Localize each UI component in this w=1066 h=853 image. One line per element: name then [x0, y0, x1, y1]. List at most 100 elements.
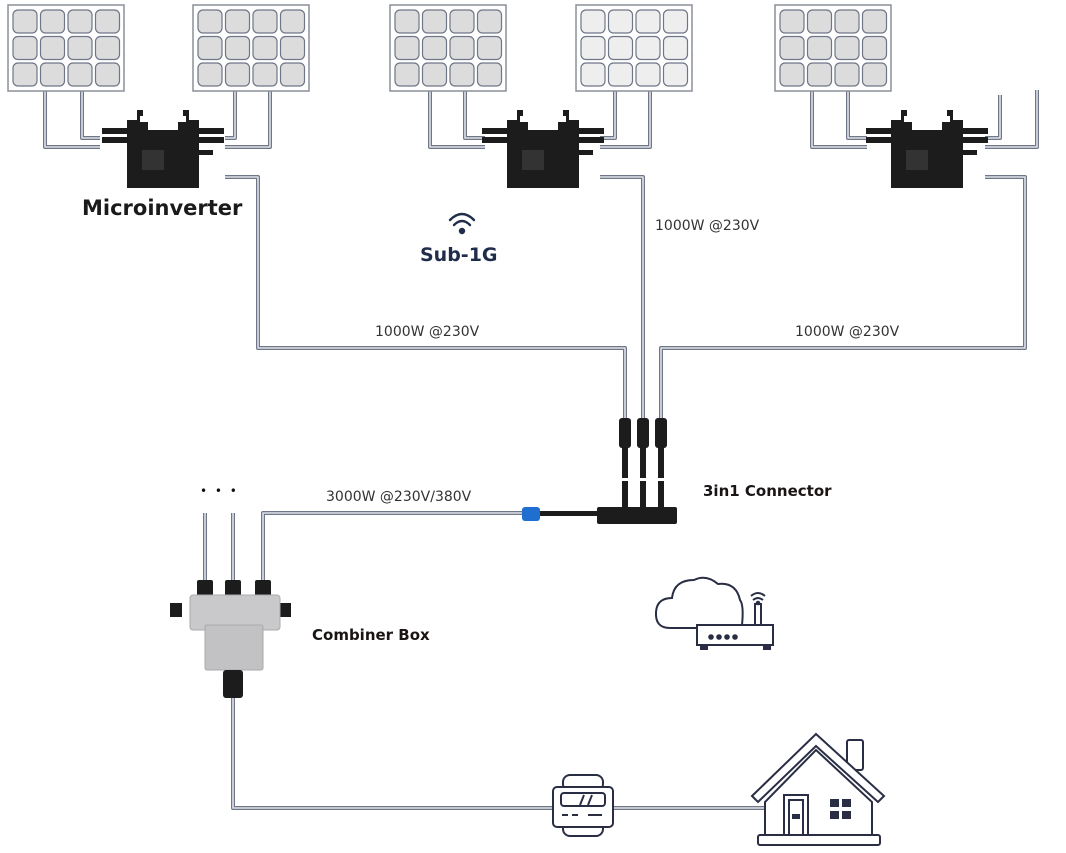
- panel-cell: [421, 9, 448, 34]
- panel-cell: [607, 35, 634, 61]
- panel-cell: [779, 62, 805, 87]
- panel-cell: [580, 62, 606, 87]
- connector-blue-plug: [522, 507, 540, 521]
- energy-meter-icon: [552, 774, 614, 837]
- microinverter-icon: [102, 110, 224, 188]
- more-inputs-ellipsis: • • •: [200, 484, 239, 498]
- combiner-input-plug: [197, 580, 213, 596]
- panel-cell: [861, 9, 888, 34]
- cable-core: [600, 90, 616, 139]
- cable: [225, 90, 237, 140]
- combiner-box-label: Combiner Box: [312, 626, 430, 644]
- power-label-inverter-1: 1000W @230V: [375, 324, 480, 340]
- cable-core: [262, 512, 540, 585]
- panel-cell: [279, 35, 306, 61]
- router-icon: [696, 592, 774, 650]
- cable-core: [44, 90, 100, 148]
- connector-plug: [637, 418, 649, 448]
- connector-label: 3in1 Connector: [703, 482, 832, 500]
- panel-cell: [67, 62, 93, 87]
- inverter-detail: [906, 150, 928, 170]
- cable-core: [985, 95, 1001, 139]
- combiner-input-plug: [225, 580, 241, 596]
- panel-cell: [421, 35, 448, 61]
- lead-break: [620, 478, 630, 481]
- cable-core: [811, 90, 867, 148]
- solar-panel-icon: [192, 4, 310, 92]
- microinverter-label: Microinverter: [82, 196, 243, 220]
- panel-cell: [449, 35, 475, 61]
- combiner-box-icon: [170, 580, 291, 698]
- cable-core: [429, 90, 485, 148]
- panel-cell: [607, 9, 634, 34]
- sub1g-label: Sub-1G: [420, 244, 498, 266]
- inverter-body: [891, 110, 963, 188]
- connector-icon: [522, 418, 677, 524]
- cloud-icon: [654, 576, 744, 629]
- inverter-body: [127, 110, 199, 188]
- panel-cell: [607, 62, 634, 87]
- lead-break: [638, 478, 648, 481]
- cable: [659, 175, 1027, 420]
- panel-cell: [635, 62, 661, 87]
- panel-cell: [279, 62, 306, 87]
- panel-cell: [252, 35, 278, 61]
- cable-core: [232, 695, 555, 809]
- solar-panel-icon: [7, 4, 125, 92]
- solar-panel-icon: [575, 4, 693, 92]
- inverter-port: [102, 137, 127, 143]
- connector-plug: [619, 418, 631, 448]
- panel-cell: [12, 9, 38, 34]
- cable-core: [600, 90, 651, 148]
- panel-cell: [662, 62, 689, 87]
- cable-core: [464, 90, 485, 139]
- panel-cell: [806, 9, 833, 34]
- inverter-port: [482, 128, 507, 134]
- power-label-total: 3000W @230V/380V: [326, 489, 472, 505]
- combiner-input-plug: [255, 580, 271, 596]
- cable-core: [660, 176, 1026, 420]
- inverter-port: [102, 128, 127, 134]
- panel-cell: [197, 62, 223, 87]
- panel-cell: [806, 35, 833, 61]
- panel-cell: [252, 62, 278, 87]
- combiner-cover: [204, 624, 264, 671]
- lead-break: [656, 478, 666, 481]
- panel-cell: [94, 62, 121, 87]
- panel-cell: [12, 62, 38, 87]
- panel-cell: [67, 35, 93, 61]
- wifi-icon: [448, 212, 476, 235]
- panel-cell: [834, 35, 860, 61]
- cable-core: [847, 90, 867, 139]
- cable: [846, 90, 867, 140]
- solar-panel-icon: [389, 4, 507, 92]
- panel-cell: [834, 62, 860, 87]
- cable: [80, 90, 100, 140]
- connector-bar: [597, 507, 677, 524]
- inverter-detail: [522, 150, 544, 170]
- connector-cable: [540, 511, 597, 516]
- panel-cell: [197, 35, 223, 61]
- panel-cell: [12, 35, 38, 61]
- panel-cell: [279, 9, 306, 34]
- combiner-output-plug: [223, 670, 243, 698]
- panel-cell: [94, 9, 121, 34]
- panel-cell: [834, 9, 860, 34]
- panel-cell: [394, 62, 420, 87]
- combiner-side-plug: [279, 603, 291, 617]
- inverter-port: [199, 137, 224, 143]
- panel-cell: [394, 9, 420, 34]
- inverter-body: [507, 110, 579, 188]
- panel-cell: [224, 35, 251, 61]
- cable-core: [225, 90, 236, 139]
- inverter-port: [866, 137, 891, 143]
- cable: [261, 511, 540, 585]
- panel-cell: [580, 9, 606, 34]
- panel-cell: [224, 9, 251, 34]
- panel-cell: [39, 62, 66, 87]
- panel-cell: [861, 35, 888, 61]
- inverter-port: [579, 150, 593, 155]
- panel-cell: [635, 35, 661, 61]
